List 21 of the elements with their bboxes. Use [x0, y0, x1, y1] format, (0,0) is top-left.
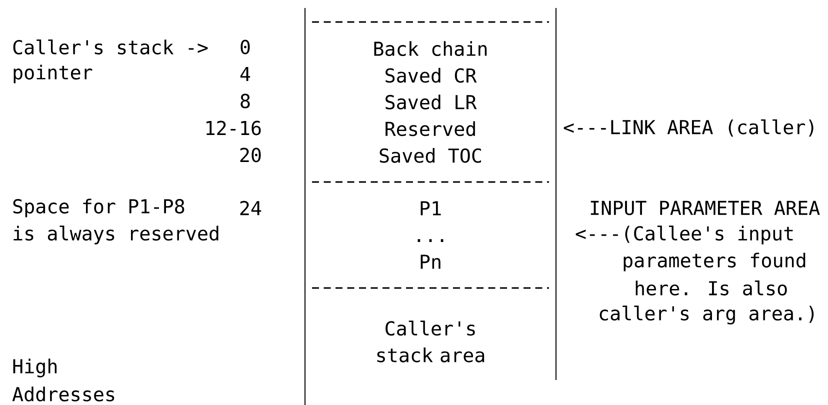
area-annotation: parameters found [624, 252, 806, 272]
pointer-note: pointer [14, 64, 92, 84]
offset-number: 8 [240, 94, 250, 108]
area-annotation: caller's arg area.) [600, 306, 814, 324]
area-annotation: INPUT PARAMETER AREA [590, 200, 820, 216]
space-note: is always reserved [14, 226, 218, 244]
area-annotation: <---LINK AREA (caller) [564, 119, 814, 137]
stack-frame-section: P1 ... Pn [304, 181, 556, 288]
address-note: High [13, 358, 57, 378]
stack-frame-section: Caller's stack area [304, 287, 556, 405]
stack-frame-section: Back chain Saved CR Saved LR Reserved Saved TOC [304, 8, 556, 182]
area-annotation: here. Is also [636, 280, 787, 296]
space-note: Space for P1-P8 [13, 198, 184, 218]
address-note: Addresses [12, 386, 114, 402]
offset-number: 4 [240, 67, 250, 81]
offset-number: 20 [240, 148, 261, 162]
pointer-note: Caller's stack -> [13, 40, 208, 54]
offset-number: 12-16 [206, 120, 261, 136]
area-annotation: <---(Callee's input [576, 226, 793, 244]
offset-number: 0 [240, 40, 250, 54]
offset-number: 24 [240, 200, 262, 216]
